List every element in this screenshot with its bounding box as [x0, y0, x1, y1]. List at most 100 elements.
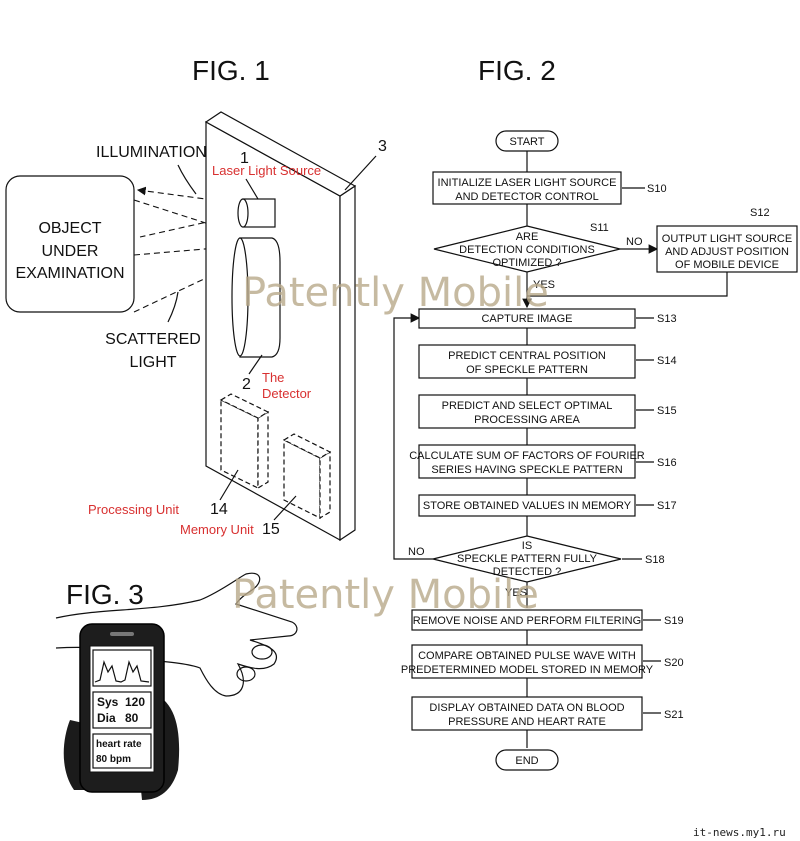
- ref-1: 1: [240, 150, 249, 167]
- object-line-2: UNDER: [42, 243, 99, 260]
- step-s20-box: [411, 644, 643, 679]
- step-s14-line-2: OF SPECKLE PATTERN: [466, 364, 588, 376]
- ref-1-leader: [245, 178, 259, 200]
- step-s14-box: [418, 344, 636, 379]
- step-s11-line-2: DETECTION CONDITIONS: [459, 244, 595, 256]
- finger-fold-1: [251, 644, 273, 660]
- laser-cylinder-face: [237, 198, 249, 228]
- step-s20-line-1: COMPARE OBTAINED PULSE WAVE WITH: [418, 650, 636, 662]
- phone-speaker: [110, 632, 134, 636]
- end-terminal: [495, 749, 559, 771]
- laser-light-source-label: Laser Light Source: [212, 163, 321, 178]
- step-s13-box: [418, 308, 636, 329]
- start-label: START: [509, 136, 544, 148]
- blood-pressure-panel: [92, 691, 152, 729]
- step-s15-line-1: PREDICT AND SELECT OPTIMAL: [442, 400, 613, 412]
- step-s10-line-2: AND DETECTOR CONTROL: [455, 191, 598, 203]
- step-s21-line-2: PRESSURE AND HEART RATE: [448, 716, 606, 728]
- source-footer: it-news.my1.ru: [693, 826, 786, 839]
- step-s16-id: S16: [657, 457, 677, 469]
- illumination-label: ILLUMINATION: [96, 144, 207, 161]
- step-s19-line-1: REMOVE NOISE AND PERFORM FILTERING: [413, 615, 641, 627]
- end-label: END: [515, 755, 538, 767]
- sys-value: 120: [125, 695, 145, 709]
- ref-2: 2: [242, 376, 251, 393]
- step-s12-box: [656, 225, 798, 273]
- s11-yes-label: YES: [533, 279, 555, 291]
- scattered-line-1: SCATTERED: [105, 331, 201, 348]
- memory-unit-side: [319, 450, 331, 520]
- step-s12-line-3: OF MOBILE DEVICE: [675, 259, 779, 271]
- ref-3-leader: [344, 155, 377, 191]
- ref-15: 15: [262, 521, 280, 538]
- s18-yes-label: YES: [505, 587, 527, 599]
- step-s10-id: S10: [647, 183, 667, 195]
- step-s13-id: S13: [657, 313, 677, 325]
- step-s15-line-2: PROCESSING AREA: [474, 414, 580, 426]
- finger-fold-2: [236, 666, 256, 682]
- dia-value: 80: [125, 711, 139, 725]
- step-s21-id: S21: [664, 709, 684, 721]
- illumination-ray-2: [139, 213, 244, 238]
- step-s12-line-2: AND ADJUST POSITION: [665, 246, 789, 258]
- ref-15-leader: [273, 495, 297, 521]
- decision-s11: [433, 225, 621, 273]
- fig3-title: FIG. 3: [66, 579, 144, 610]
- step-s12-line-1: OUTPUT LIGHT SOURCE: [662, 233, 792, 245]
- watermark-lower: Patently Mobile: [232, 572, 539, 618]
- connector-s12-return: [527, 272, 728, 297]
- step-s15-id: S15: [657, 405, 677, 417]
- fig3: FIG. 3 Sys 120 Dia 80 heart rate 80 bpm: [55, 572, 298, 800]
- step-s14-id: S14: [657, 355, 677, 367]
- step-s11-id: S11: [590, 222, 609, 234]
- processing-unit-side: [257, 410, 269, 490]
- object-line-3: EXAMINATION: [15, 265, 124, 282]
- start-terminal: [495, 130, 559, 152]
- step-s18-id: S18: [645, 554, 665, 566]
- pulse-waveform: [94, 659, 150, 683]
- ref-14: 14: [210, 501, 228, 518]
- wrist-hand-outline: [55, 572, 298, 697]
- processing-unit-label: Processing Unit: [88, 502, 179, 517]
- step-s17-box: [418, 494, 636, 517]
- step-s19-box: [411, 609, 643, 631]
- scattered-line-2: LIGHT: [129, 354, 176, 371]
- scattered-leader: [167, 291, 179, 323]
- heart-rate-panel: [92, 733, 152, 769]
- step-s18-line-3: DETECTED ?: [493, 566, 561, 578]
- decision-s18: [432, 535, 622, 583]
- device-side-face: [339, 184, 356, 542]
- illumination-ray-1: [136, 186, 244, 205]
- illumination-leader: [177, 164, 197, 195]
- step-s10-box: [432, 171, 622, 205]
- detector-label-1: The: [262, 370, 284, 385]
- heart-rate-value: 80 bpm: [96, 754, 131, 765]
- ref-14-leader: [219, 469, 239, 501]
- step-s12-id: S12: [750, 207, 770, 219]
- ref-2-leader: [248, 354, 263, 375]
- fig1: FIG. 1 OBJECT UNDER EXAMINATION ILLUMINA…: [5, 55, 387, 542]
- fig2-title: FIG. 2: [478, 55, 556, 86]
- step-s16-line-1: CALCULATE SUM OF FACTORS OF FOURIER: [409, 450, 645, 462]
- watermark-upper: Patently Mobile: [242, 270, 549, 316]
- object-line-1: OBJECT: [38, 220, 101, 237]
- sys-label: Sys: [97, 695, 119, 709]
- step-s21-box: [411, 696, 643, 731]
- step-s11-line-3: OPTIMIZED ?: [492, 257, 561, 269]
- step-s17-id: S17: [657, 500, 677, 512]
- step-s13-line-1: CAPTURE IMAGE: [481, 313, 572, 325]
- scattered-ray-2: [133, 242, 242, 256]
- detector-label-2: Detector: [262, 386, 312, 401]
- fig1-title: FIG. 1: [192, 55, 270, 86]
- source-footer-bg: [690, 822, 800, 841]
- step-s20-id: S20: [664, 657, 684, 669]
- step-s11-line-1: ARE: [516, 231, 539, 243]
- step-s10-line-1: INITIALIZE LASER LIGHT SOURCE: [438, 177, 617, 189]
- ref-3: 3: [378, 138, 387, 155]
- step-s20-line-2: PREDETERMINED MODEL STORED IN MEMORY: [401, 664, 654, 676]
- step-s17-line-1: STORE OBTAINED VALUES IN MEMORY: [423, 500, 632, 512]
- device-top-face: [204, 111, 357, 197]
- step-s21-line-1: DISPLAY OBTAINED DATA ON BLOOD: [429, 702, 624, 714]
- heart-rate-label: heart rate: [96, 739, 142, 750]
- connector-s18-no-loop: [393, 313, 433, 560]
